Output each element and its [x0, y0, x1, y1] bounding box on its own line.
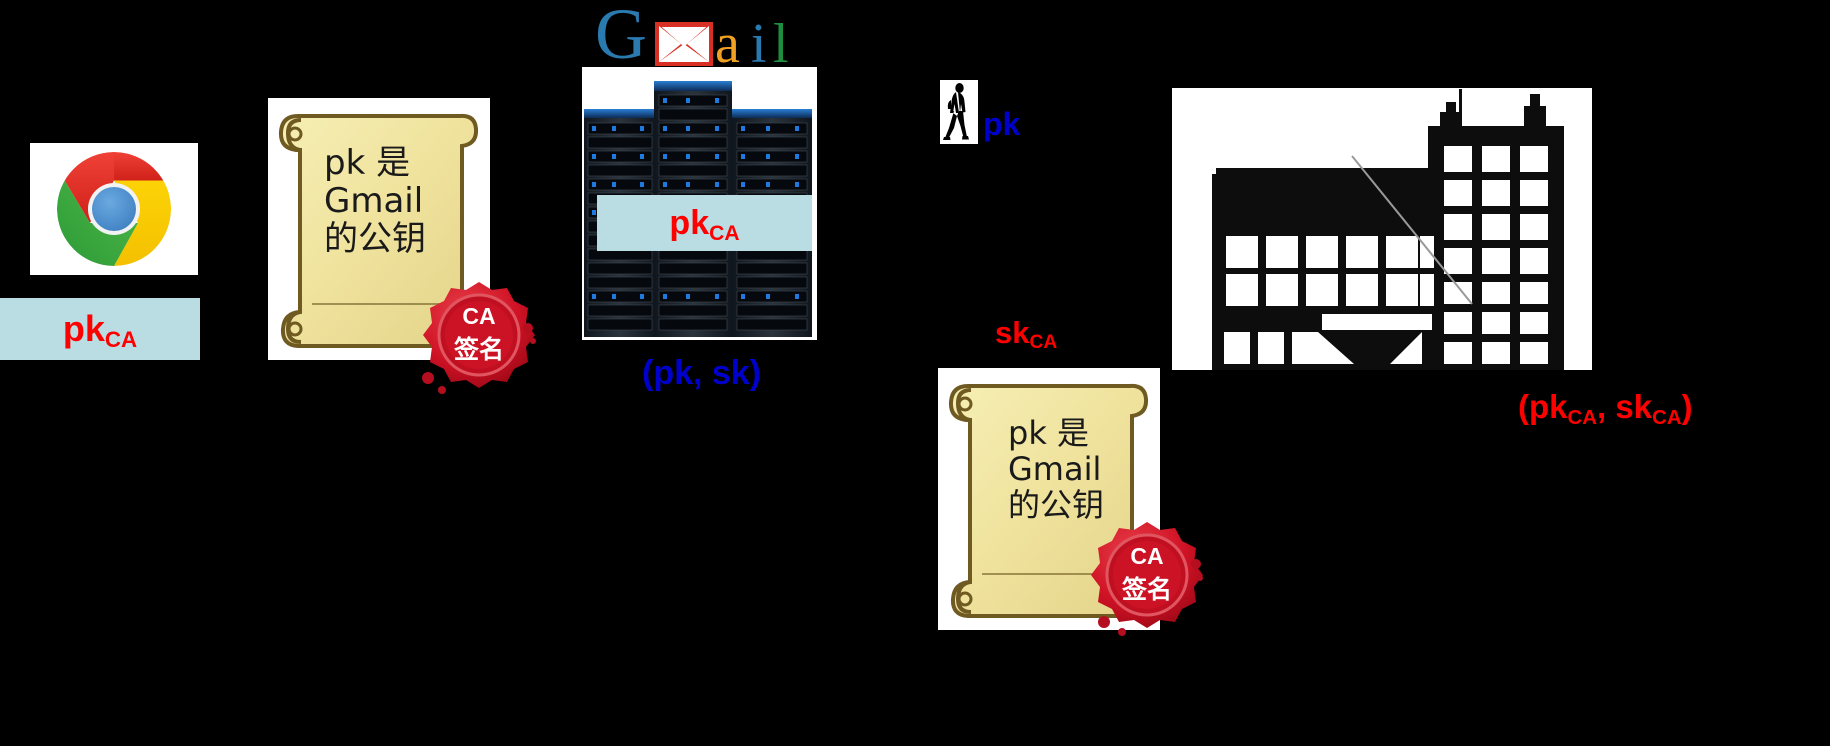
- parchment-scroll-icon: [948, 383, 1150, 618]
- certificate-1-body-text: pk 是 Gmail 的公钥: [324, 143, 426, 260]
- svg-text:l: l: [773, 13, 789, 70]
- svg-text:签名: 签名: [453, 335, 504, 364]
- walking-person-icon: [940, 80, 978, 144]
- parchment-scroll-icon: [278, 113, 480, 348]
- svg-text:CA: CA: [462, 303, 495, 329]
- svg-text:i: i: [751, 13, 767, 70]
- browser-pkca-text: pkCA: [62, 308, 138, 353]
- svg-text:G: G: [595, 0, 647, 70]
- wax-seal-icon: CA 签名: [1091, 522, 1203, 636]
- ca-building-container: [1172, 88, 1592, 370]
- server-pkca-text: pkCA: [669, 204, 740, 245]
- server-pkca-keybox: pkCA: [597, 195, 812, 251]
- chrome-logo-svg: [57, 152, 171, 266]
- svg-text:a: a: [715, 13, 740, 70]
- building-icon: [1172, 88, 1592, 370]
- certificate-1-wax-seal: CA 签名: [420, 278, 538, 396]
- gmail-envelope-m-icon: [655, 22, 713, 66]
- browser-pkca-keybox: pkCA: [0, 298, 200, 360]
- certificate-scroll-2: pk 是 Gmail 的公钥: [938, 368, 1160, 630]
- gmail-logo-icon: G a i l: [595, 0, 789, 75]
- chrome-logo-container: [30, 143, 198, 275]
- certificate-2-wax-seal: CA 签名: [1088, 518, 1206, 636]
- svg-text:CA: CA: [1130, 543, 1163, 569]
- svg-text:签名: 签名: [1121, 575, 1172, 604]
- wax-seal-icon: CA 签名: [422, 282, 536, 394]
- person-icon-container: [940, 80, 978, 144]
- ca-secret-key-label: skCA: [995, 315, 1058, 354]
- gmail-wordmark: G a i l: [593, 0, 813, 75]
- ca-keypair-label: (pkCA, skCA): [1518, 388, 1693, 429]
- gmail-keypair-label: (pk, sk): [642, 354, 762, 392]
- chrome-logo-icon: [54, 149, 174, 269]
- person-pk-label: pk: [983, 106, 1021, 142]
- certificate-2-body-text: pk 是 Gmail 的公钥: [1008, 414, 1105, 524]
